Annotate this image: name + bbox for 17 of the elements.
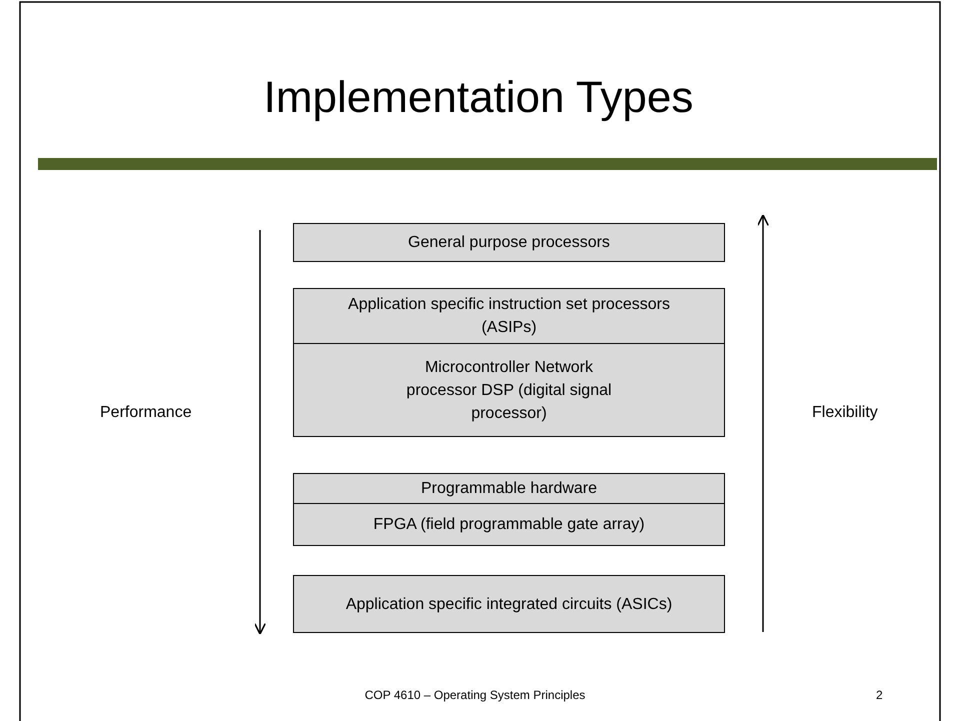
layer-box — [293, 575, 725, 633]
layer-box — [293, 473, 725, 504]
page-number: 2 — [876, 688, 883, 702]
box-label: Application specific integrated circuits (ASICs) — [346, 594, 672, 614]
axis-label: Performance — [100, 404, 192, 422]
box-label: FPGA (field programmable gate array) — [373, 515, 645, 535]
slide-title: Implementation Types — [262, 72, 694, 124]
layer-box — [293, 503, 725, 546]
layer-box — [293, 343, 725, 437]
box-label: Programmable hardware — [420, 479, 598, 499]
box-label: Microcontroller Network processor DSP (digital signal processor) — [405, 358, 613, 424]
layer-box — [293, 223, 725, 262]
slide-footer: COP 4610 – Operating System Principles — [300, 688, 650, 702]
axis-label: Flexibility — [812, 404, 878, 422]
box-label: General purpose processors — [408, 233, 610, 253]
box-label: Application specific instruction set processors (ASIPs) — [347, 295, 671, 338]
layer-box — [293, 288, 725, 344]
